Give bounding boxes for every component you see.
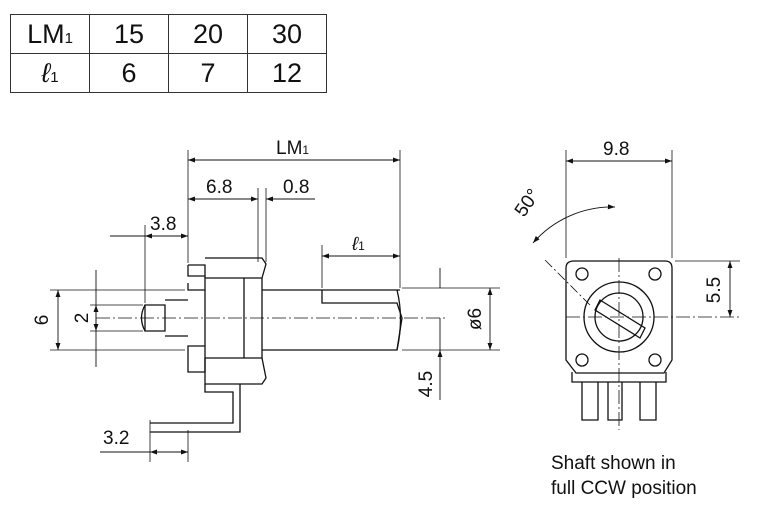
table-cell: 7 <box>168 53 248 93</box>
pin <box>581 382 599 421</box>
dim-6-label: 6 <box>32 315 53 326</box>
table-cell: 15 <box>89 14 169 54</box>
caption-line-2: full CCW position <box>551 478 697 499</box>
body-outline <box>187 277 263 359</box>
table-row-l1: ℓ1 6 7 12 <box>10 53 327 93</box>
lm1-label: LM <box>27 18 65 49</box>
table-header-lm1: LM1 <box>10 14 90 54</box>
table-cell: 30 <box>247 14 327 54</box>
lower-lug <box>187 353 206 373</box>
dim-6-8-label: 6.8 <box>206 177 232 198</box>
dim-9-8-label: 9.8 <box>603 139 629 160</box>
table-cell: 6 <box>89 53 169 93</box>
detent-pin <box>144 304 166 332</box>
mount-hole <box>648 267 662 281</box>
dimension-table: LM1 15 20 30 ℓ1 6 7 12 <box>10 14 327 93</box>
l1-label: ℓ <box>41 57 51 88</box>
upper-pin-top <box>205 257 267 279</box>
shaft-slot <box>594 299 646 339</box>
caption-line-1: Shaft shown in <box>551 453 676 474</box>
detent-tip <box>140 304 146 332</box>
table-cell: 12 <box>247 53 327 93</box>
pin <box>607 382 623 421</box>
dim-2-label: 2 <box>72 313 93 324</box>
front-view <box>532 150 740 430</box>
upper-lug <box>188 264 206 278</box>
dim-5-5-label: 5.5 <box>704 277 725 303</box>
mount-hole <box>575 353 589 367</box>
shaft-end <box>396 289 402 351</box>
lm1-subscript: 1 <box>64 29 73 47</box>
shaft-outline <box>262 289 403 351</box>
lower-pin <box>204 357 267 385</box>
pin <box>639 382 657 421</box>
mount-hole <box>648 353 662 367</box>
angle-line <box>544 259 591 306</box>
terminal-leg <box>150 384 234 424</box>
terminal-leg <box>150 384 241 433</box>
dim-4-5-label: 4.5 <box>416 371 437 397</box>
table-row-lm1: LM1 15 20 30 <box>10 14 327 54</box>
dim-0-8-label: 0.8 <box>283 177 309 198</box>
lm1-dim-label: LM1 <box>276 138 309 159</box>
dim-3-8-label: 3.8 <box>150 214 176 235</box>
upper-lug <box>187 265 205 277</box>
dim-3-2-label: 3.2 <box>103 428 129 449</box>
dim-phi6-label: ø6 <box>465 308 486 330</box>
angle-label: 50° <box>511 185 545 221</box>
mount-hole <box>575 267 589 281</box>
l1-dim-label: ℓ1 <box>351 234 365 255</box>
l1-subscript: 1 <box>50 68 59 86</box>
angle-arc <box>532 204 616 244</box>
housing-outline <box>565 260 673 374</box>
table-cell: 20 <box>168 14 248 54</box>
side-view <box>50 150 500 462</box>
